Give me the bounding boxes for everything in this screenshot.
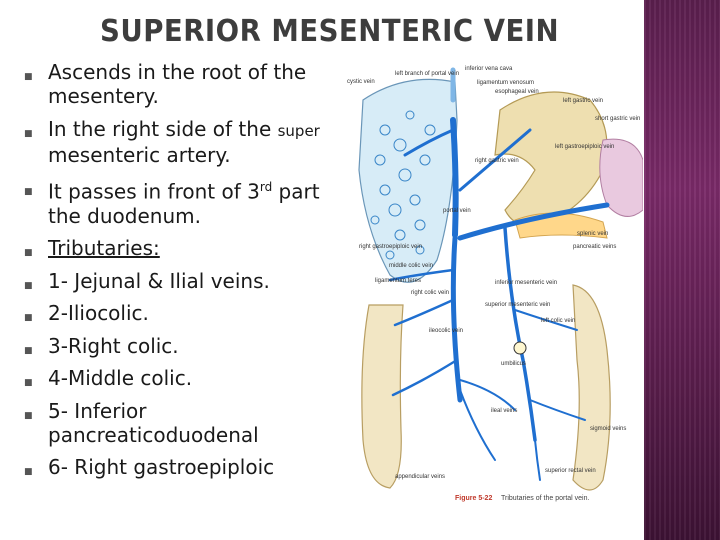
label-left-gastroepiploic: left gastroepiploic vein [555,144,614,150]
label-lig-venosum: ligamentum venosum [477,80,534,86]
label-short-gastric: short gastric vein [595,116,640,122]
bullet-item: ■In the right side of the super mesenter… [24,116,320,167]
bullet-marker-icon: ■ [24,248,33,259]
label-left-colic: left colic vein [541,318,575,324]
portal-vein-line [450,117,459,238]
label-ivc: inferior vena cava [465,66,513,72]
label-appendicular: appendicular veins [395,474,445,480]
right-colic-line [393,298,455,327]
portal-vein-illustration: cystic vein left branch of portal vein i… [345,60,644,512]
label-esophageal: esophageal vein [495,89,539,95]
bullet-marker-icon: ■ [24,187,33,197]
bullet-marker-icon: ■ [24,280,33,291]
label-ileal: ileal veins [491,408,517,414]
label-sigmoid: sigmoid veins [590,426,626,432]
middle-colic-line [388,268,455,282]
label-ileocolic: ileocolic vein [429,328,463,334]
left-colic-line [514,309,578,331]
label-cystic-vein: cystic vein [347,79,375,85]
bullet-list: ■Ascends in the root of the mesentery. ■… [22,60,357,488]
label-left-gastric: left gastric vein [563,98,603,104]
bullet-marker-icon: ■ [24,410,33,421]
label-superior-mesenteric: superior mesenteric vein [485,302,550,308]
bullet-item: ■Tributaries: [22,236,357,260]
label-portal-vein: portal vein [443,208,471,214]
label-superior-rectal: superior rectal vein [545,468,596,474]
slide-title: SUPERIOR MESENTERIC VEIN [100,14,560,49]
left-branch-line [403,128,455,157]
bullet-item: ■4-Middle colic. [22,366,357,390]
inf-mesenteric-line [503,226,537,442]
label-pancreatic: pancreatic veins [573,244,616,250]
bullet-item: ■It passes in front of 3rd part the duod… [24,179,320,228]
bullet-marker-icon: ■ [24,313,33,324]
decorative-side-panel [644,0,720,540]
bullet-item: ■6- Right gastroepiploic [22,455,357,479]
label-umbilicus: umbilicus [501,361,526,367]
bullet-marker-icon: ■ [24,72,33,82]
bullet-marker-icon: ■ [24,128,33,139]
ileal-veins-line [459,379,516,411]
spleen-shape [599,138,644,217]
bullet-marker-icon: ■ [24,378,33,389]
liver-shape [358,78,458,283]
bullet-item: ■Ascends in the root of the mesentery. [24,60,307,108]
descending-colon-shape [572,284,611,491]
bullet-marker-icon: ■ [24,467,33,478]
portal-vein-diagram: cystic vein left branch of portal vein i… [347,66,644,502]
sup-mesenteric-line [450,235,463,403]
superior-rectal-line [534,439,541,481]
label-splenic: splenic vein [577,231,608,237]
bullet-marker-icon: ■ [24,345,33,356]
left-gastric-line [458,128,532,192]
figure-caption: Tributaries of the portal vein. [501,495,590,502]
label-inferior-mesenteric: inferior mesenteric vein [495,280,557,286]
bullet-item: ■5- Inferior pancreaticoduodenal [24,398,259,447]
ascending-colon-shape [361,304,404,489]
label-right-colic: right colic vein [411,290,449,296]
figure-number: Figure 5-22 [455,495,492,502]
umbilicus-marker [513,341,527,355]
label-middle-colic: middle colic vein [389,263,433,269]
label-right-gastric: right gastric vein [475,158,519,164]
ileocolic-line [391,358,459,397]
sigmoid-veins-line [529,399,586,421]
bullet-item: ■1- Jejunal & Ilial veins. [22,269,357,293]
label-right-gastroepiploic: right gastroepiploic vein [359,244,422,250]
bullet-item: ■3-Right colic. [22,334,357,358]
splenic-vein-line [457,202,610,241]
bullet-item: ■2-Iliocolic. [22,301,357,325]
label-lig-teres: ligamentum teres [375,278,421,284]
label-left-branch: left branch of portal vein [395,71,459,77]
ileal-veins-line [459,389,496,461]
